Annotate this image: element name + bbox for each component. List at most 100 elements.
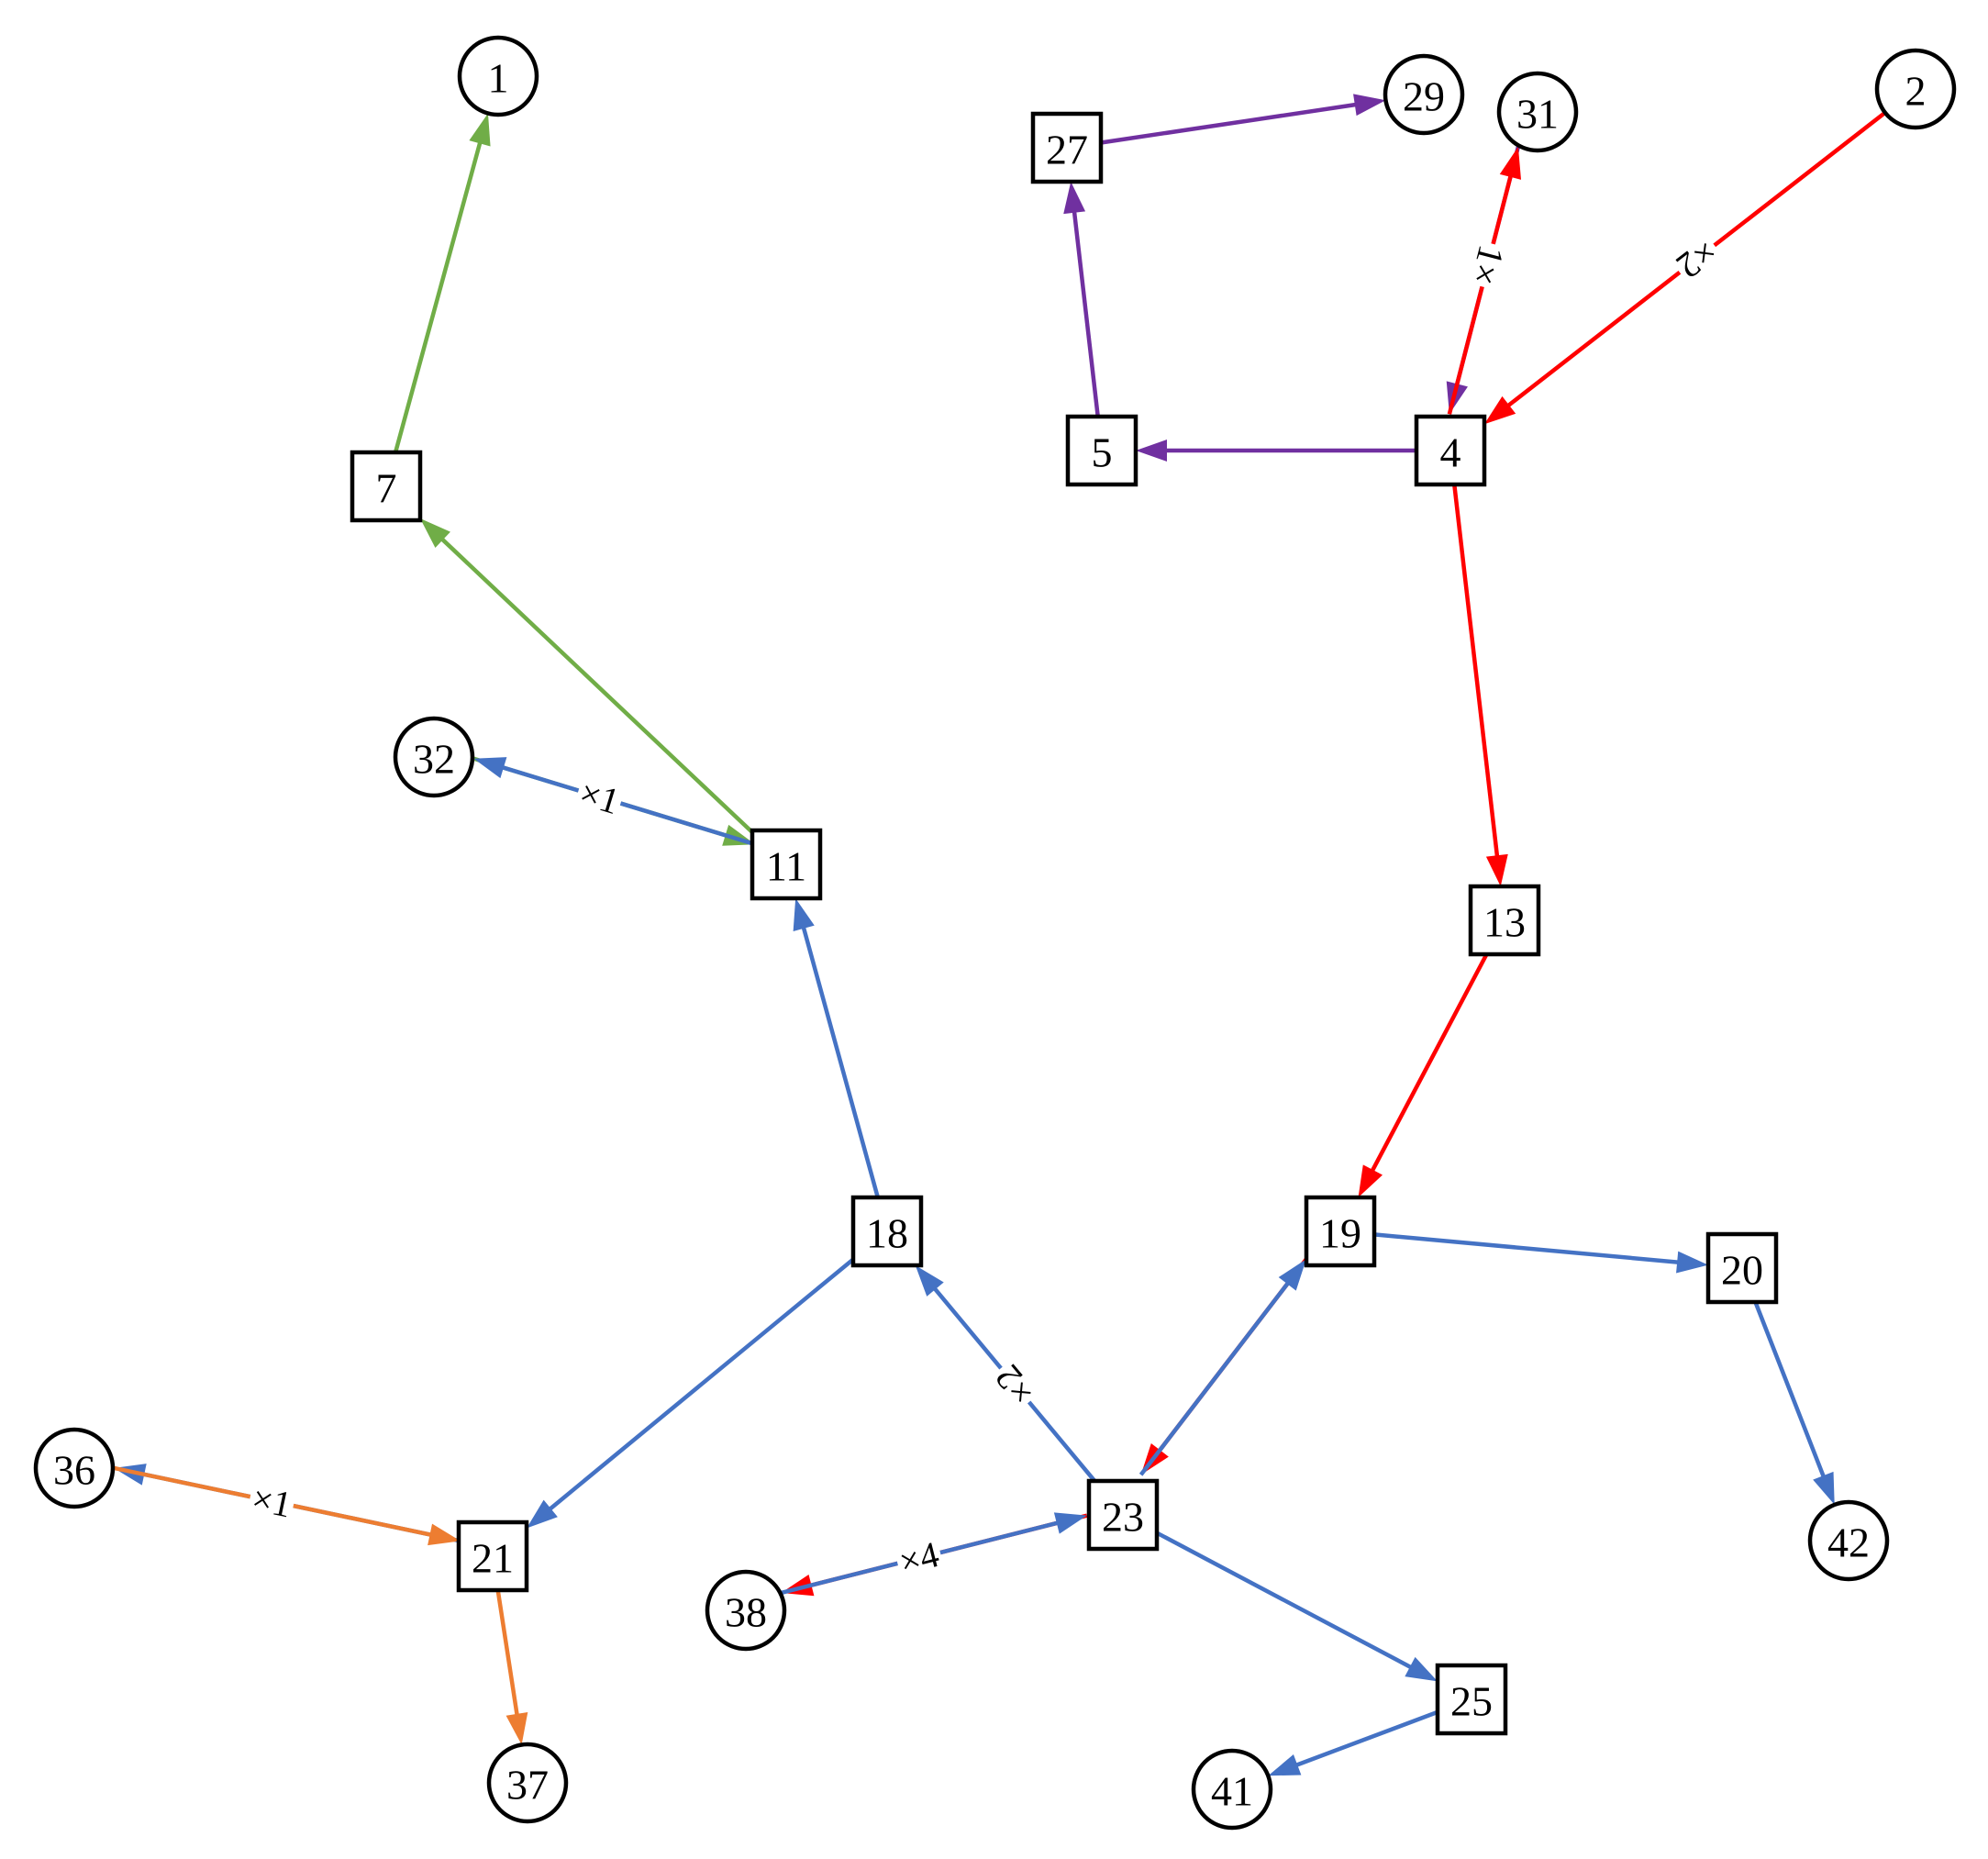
node-4: 4 xyxy=(1414,414,1487,487)
edge-5-to-27 xyxy=(1063,182,1100,417)
node-label: 21 xyxy=(472,1535,514,1582)
edge-7-to-1 xyxy=(393,113,491,453)
node-label: 23 xyxy=(1102,1494,1144,1541)
node-label: 38 xyxy=(725,1589,767,1636)
circle-node-shape xyxy=(705,1569,787,1652)
arrowhead xyxy=(1485,853,1508,886)
square-node-shape xyxy=(1065,414,1138,487)
node-25: 25 xyxy=(1435,1663,1508,1736)
edge-line xyxy=(801,926,880,1198)
square-node-shape xyxy=(1468,884,1541,957)
edge-label-background xyxy=(988,1358,1041,1413)
edge-line xyxy=(439,537,754,834)
edge-27-to-29 xyxy=(1100,94,1386,145)
square-node-shape xyxy=(350,450,423,523)
edge-21-to-37 xyxy=(495,1589,528,1745)
node-label: 13 xyxy=(1483,899,1526,946)
edge-label-background xyxy=(893,1536,944,1578)
edge-23-to-19 xyxy=(1138,1259,1306,1476)
arrowhead xyxy=(793,898,815,931)
node-11: 11 xyxy=(750,828,823,901)
edge-label-text: ×2 xyxy=(1669,230,1725,287)
node-label: 5 xyxy=(1092,429,1113,476)
circle-node-shape xyxy=(1807,1499,1890,1582)
square-node-shape xyxy=(1304,1195,1377,1268)
edge-label: 1× xyxy=(1463,239,1513,291)
node-32: 32 xyxy=(393,716,475,798)
arrowhead xyxy=(469,113,491,147)
square-node-shape xyxy=(1435,1663,1508,1736)
circle-node-shape xyxy=(457,35,539,117)
node-label: 36 xyxy=(53,1447,95,1494)
arrowhead xyxy=(420,518,450,549)
edge-line xyxy=(1452,484,1500,858)
node-label: 11 xyxy=(766,843,806,890)
edges-layer xyxy=(113,94,1887,1776)
edge-label-background xyxy=(1468,239,1510,291)
edge-18-to-11 xyxy=(793,898,880,1198)
arrowhead xyxy=(473,757,507,779)
node-37: 37 xyxy=(486,1742,569,1824)
node-21: 21 xyxy=(456,1519,529,1593)
node-1: 1 xyxy=(457,35,539,117)
node-19: 19 xyxy=(1304,1195,1377,1268)
node-27: 27 xyxy=(1030,111,1104,184)
edge-label-background xyxy=(573,774,626,818)
edge-20-to-42 xyxy=(1753,1301,1835,1505)
arrowhead xyxy=(1813,1471,1835,1505)
edge-4-to-13 xyxy=(1452,484,1508,886)
circle-node-shape xyxy=(1874,48,1957,130)
node-label: 32 xyxy=(413,736,455,783)
node-7: 7 xyxy=(350,450,423,523)
node-label: 29 xyxy=(1403,73,1445,120)
arrowhead xyxy=(1278,1259,1306,1291)
edge-line xyxy=(1753,1301,1827,1478)
node-label: 27 xyxy=(1046,127,1088,173)
circle-node-shape xyxy=(1496,71,1579,153)
arrowhead xyxy=(1358,1164,1383,1197)
edge-line xyxy=(393,140,483,453)
edge-line xyxy=(1072,210,1100,417)
edge-line xyxy=(548,1257,855,1511)
arrowhead xyxy=(1353,94,1386,117)
arrowhead xyxy=(1136,440,1167,462)
arrowhead xyxy=(1405,1656,1438,1682)
edge-line xyxy=(501,764,756,847)
square-node-shape xyxy=(1086,1478,1160,1552)
node-20: 20 xyxy=(1705,1231,1779,1305)
edge-line xyxy=(1100,102,1358,145)
edge-line xyxy=(1294,1709,1438,1768)
node-5: 5 xyxy=(1065,414,1138,487)
node-label: 4 xyxy=(1440,429,1461,476)
edge-line xyxy=(1373,1232,1680,1264)
edge-11-to-32 xyxy=(473,757,756,847)
edge-label: ×1 xyxy=(247,1477,297,1526)
edge-line xyxy=(1138,1281,1291,1476)
square-node-shape xyxy=(1030,111,1104,184)
square-node-shape xyxy=(1705,1231,1779,1305)
arrowhead xyxy=(505,1712,528,1745)
node-23: 23 xyxy=(1086,1478,1160,1552)
edge-13-to-19 xyxy=(1358,952,1489,1197)
arrowhead xyxy=(1063,182,1086,215)
node-38: 38 xyxy=(705,1569,787,1652)
circle-node-shape xyxy=(486,1742,569,1824)
node-29: 29 xyxy=(1383,53,1465,136)
node-label: 1 xyxy=(488,55,509,102)
arrowhead xyxy=(1484,395,1516,425)
circle-node-shape xyxy=(1383,53,1465,136)
edge-line xyxy=(1447,174,1514,415)
circle-node-shape xyxy=(393,716,475,798)
edge-label-background xyxy=(247,1480,297,1520)
edge-label: ×2 xyxy=(1669,230,1725,287)
edge-label: ×4 xyxy=(893,1533,944,1583)
node-label: 2 xyxy=(1905,68,1927,115)
edge-line xyxy=(1155,1531,1413,1670)
edge-label-text: ×2 xyxy=(986,1357,1043,1413)
edge-line xyxy=(1370,952,1489,1173)
circle-node-shape xyxy=(33,1427,116,1509)
node-label: 41 xyxy=(1211,1768,1253,1815)
arrowhead xyxy=(527,1499,558,1529)
